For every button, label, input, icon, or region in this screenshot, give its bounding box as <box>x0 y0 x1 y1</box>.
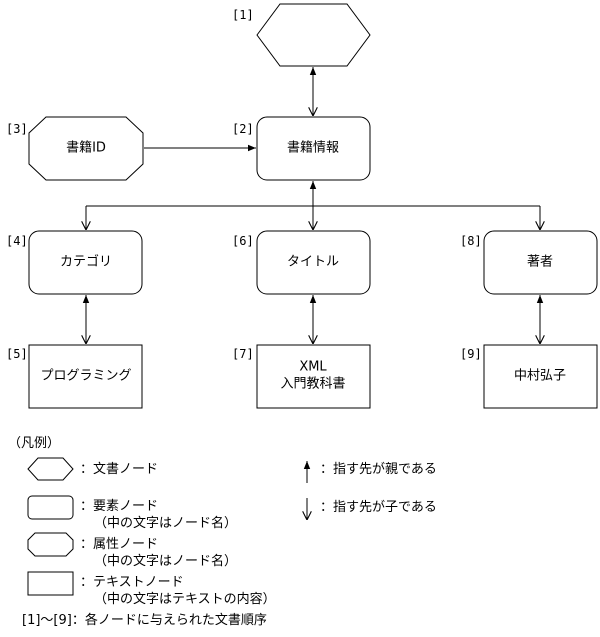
legend-text-node-note: （中の文字はテキストの内容） <box>94 591 276 607</box>
element-node-book-info <box>256 116 371 181</box>
legend-attribute-node-note: （中の文字はノード名） <box>94 553 237 569</box>
node-5-label: プログラミング <box>40 369 131 384</box>
node-6-label: タイトル <box>287 255 339 270</box>
node-2-index: [2] <box>232 122 254 136</box>
text-node-programming <box>28 344 143 409</box>
legend-element-node-icon <box>27 495 74 520</box>
node-7-index: [7] <box>232 347 254 361</box>
legend-element-node-note: （中の文字はノード名） <box>94 515 237 531</box>
legend-attribute-node-icon <box>27 532 74 557</box>
element-node-title <box>256 230 371 295</box>
element-node-category <box>28 230 143 295</box>
node-3-index: [3] <box>6 122 28 136</box>
text-node-author-name <box>483 344 598 409</box>
legend-parent-arrow-label: ：指す先が親である <box>320 462 437 477</box>
node-9-index: [9] <box>460 347 482 361</box>
legend-text-node-label: ：テキストノード <box>80 575 184 590</box>
document-node-hexagon <box>256 3 371 67</box>
legend-text-node-icon <box>27 571 74 596</box>
legend-document-node-label: ：文書ノード <box>80 462 158 477</box>
legend-title: （凡例） <box>8 436 60 451</box>
attribute-node-book-id <box>28 116 144 181</box>
legend-order-note: [1]～[9]：各ノードに与えられた文書順序 <box>22 612 267 628</box>
node-7-label-line1: XML <box>299 360 327 375</box>
legend-element-node-label: ：要素ノード <box>80 499 158 514</box>
node-8-label: 著者 <box>527 255 553 270</box>
node-9-label: 中村弘子 <box>514 369 566 384</box>
node-2-label: 書籍情報 <box>287 140 339 156</box>
text-node-xml-textbook <box>256 344 371 409</box>
legend-child-arrow-label: ：指す先が子である <box>320 500 437 515</box>
node-6-index: [6] <box>232 234 254 248</box>
legend-document-node-icon <box>27 457 74 481</box>
element-node-author <box>483 230 598 295</box>
node-3-label: 書籍ID <box>66 140 106 156</box>
node-8-index: [8] <box>460 234 482 248</box>
node-4-label: カテゴリ <box>60 254 112 270</box>
node-7-label-line2: 入門教科書 <box>280 376 345 392</box>
legend-attribute-node-label: ：属性ノード <box>80 537 158 552</box>
node-4-index: [4] <box>6 234 28 248</box>
node-5-index: [5] <box>6 347 28 361</box>
node-1-index: [1] <box>232 8 254 22</box>
